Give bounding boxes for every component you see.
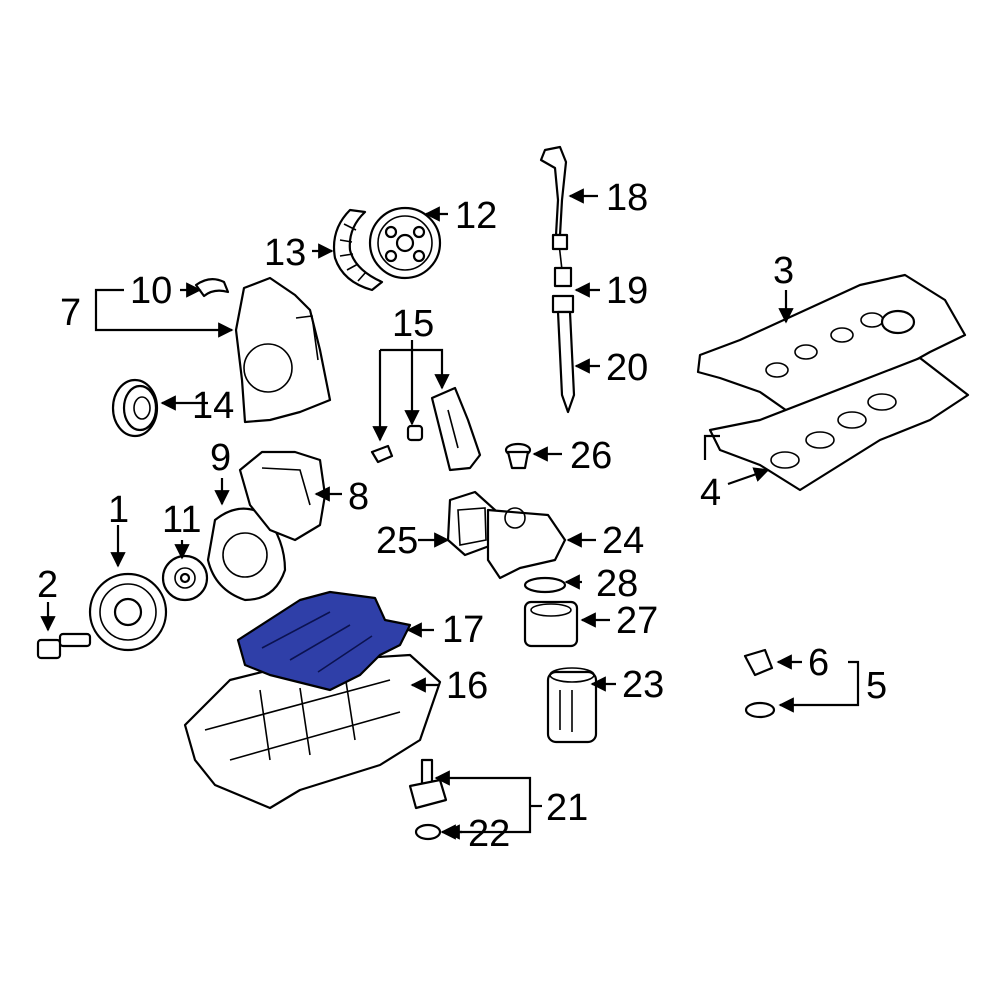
upper-timing-cover-part[interactable] [234,276,332,424]
callout-22: 22 [468,813,510,855]
callout-20: 20 [606,347,648,389]
callout-6: 6 [808,642,829,684]
seal-part[interactable] [523,576,567,594]
callout-1: 1 [108,489,129,531]
valve-cover-part[interactable] [696,273,967,422]
callout-26: 26 [570,435,612,477]
callout-28: 28 [596,563,638,605]
callout-27: 27 [616,600,658,642]
callout-4: 4 [700,472,721,514]
windage-tray-part[interactable] [236,590,412,692]
callout-13: 13 [264,232,306,274]
callout-8: 8 [348,476,369,518]
callout-9: 9 [210,437,231,479]
plug-part[interactable] [504,442,532,470]
callout-10: 10 [130,270,172,312]
dipstick-part[interactable] [539,145,576,414]
bolt-part[interactable] [36,632,92,660]
ring-part[interactable] [744,701,776,719]
callout-5: 5 [866,665,887,707]
leader-lines [40,188,860,840]
callout-15: 15 [392,303,434,345]
callout-24: 24 [602,520,644,562]
callout-12: 12 [455,195,497,237]
callout-17: 17 [442,609,484,651]
drain-plug-part[interactable] [408,758,448,810]
callout-11: 11 [162,499,201,541]
callout-25: 25 [376,520,418,562]
callout-23: 23 [622,664,664,706]
clip-part[interactable] [194,278,230,298]
oil-filter-part[interactable] [546,667,598,744]
pulley-part[interactable] [111,378,159,438]
cap-part[interactable] [743,648,774,677]
valve-cover-gasket-part[interactable] [708,356,970,492]
rear-timing-cover-part[interactable] [238,450,327,542]
callout-14: 14 [192,385,234,427]
gear-part[interactable] [161,554,209,602]
callout-7: 7 [60,292,81,334]
crankshaft-pulley-part[interactable] [88,572,168,652]
callout-21: 21 [546,787,588,829]
callout-labels: 1 2 3 4 5 6 7 8 9 10 11 12 13 14 15 16 1… [37,177,887,855]
lower-timing-cover-part[interactable] [206,507,287,602]
callout-2: 2 [37,564,58,606]
callout-3: 3 [773,250,794,292]
oil-cooler-part[interactable] [523,600,579,648]
callout-19: 19 [606,270,648,312]
callout-18: 18 [606,177,648,219]
guide-rail-part[interactable] [370,386,482,472]
callout-16: 16 [446,665,488,707]
oil-filter-housing-part[interactable] [446,490,567,580]
washer-part[interactable] [414,823,442,841]
camshaft-sprocket-part[interactable] [368,206,442,280]
timing-belt-part[interactable] [332,208,384,292]
